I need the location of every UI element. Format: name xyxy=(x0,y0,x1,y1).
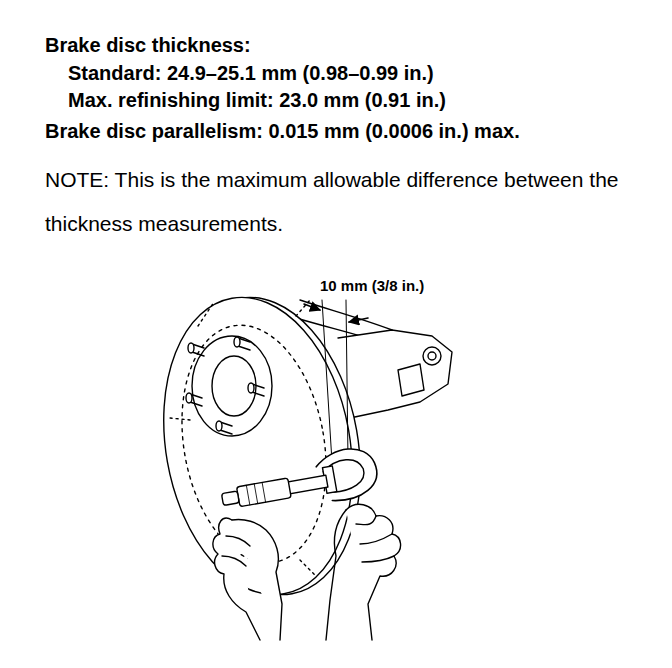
micrometer-frame xyxy=(314,445,381,504)
stud xyxy=(234,337,240,347)
finger-line xyxy=(222,536,250,566)
stud xyxy=(186,393,192,403)
right-hand xyxy=(346,504,401,640)
spec-value: Standard: 24.9–25.1 mm (0.98–0.99 in.) xyxy=(68,61,434,85)
knuckle-bolt xyxy=(423,347,441,365)
dimension-arrow xyxy=(304,304,320,310)
spec-heading: Brake disc thickness: xyxy=(45,33,251,57)
stud xyxy=(216,421,222,431)
micrometer-ratchet xyxy=(221,491,239,506)
spec-value: Max. refinishing limit: 23.0 mm (0.91 in… xyxy=(68,88,446,112)
knuckle-bolt xyxy=(428,352,436,360)
dimension-line xyxy=(322,300,332,462)
dimension-line xyxy=(346,300,348,460)
left-hand xyxy=(232,519,282,640)
dimension-arrow xyxy=(349,318,368,322)
stud xyxy=(248,383,254,393)
finger-line xyxy=(356,516,394,562)
caliper-bracket xyxy=(398,364,424,396)
hub xyxy=(192,336,272,436)
hub-center xyxy=(212,356,256,416)
micrometer-thimble xyxy=(237,478,292,507)
dimension-label: 10 mm (3/8 in.) xyxy=(320,277,424,295)
spec-heading: Brake disc parallelism: 0.015 mm (0.0006… xyxy=(45,119,520,143)
note-text: NOTE: This is the maximum allowable diff… xyxy=(45,158,645,246)
stud xyxy=(188,343,194,353)
micrometer-sleeve xyxy=(286,475,327,494)
right-hand xyxy=(326,510,346,640)
wheel-studs xyxy=(186,337,264,434)
knuckle-outline xyxy=(338,330,452,418)
micrometer-frame xyxy=(322,457,367,494)
thimble-knurl xyxy=(246,482,265,504)
